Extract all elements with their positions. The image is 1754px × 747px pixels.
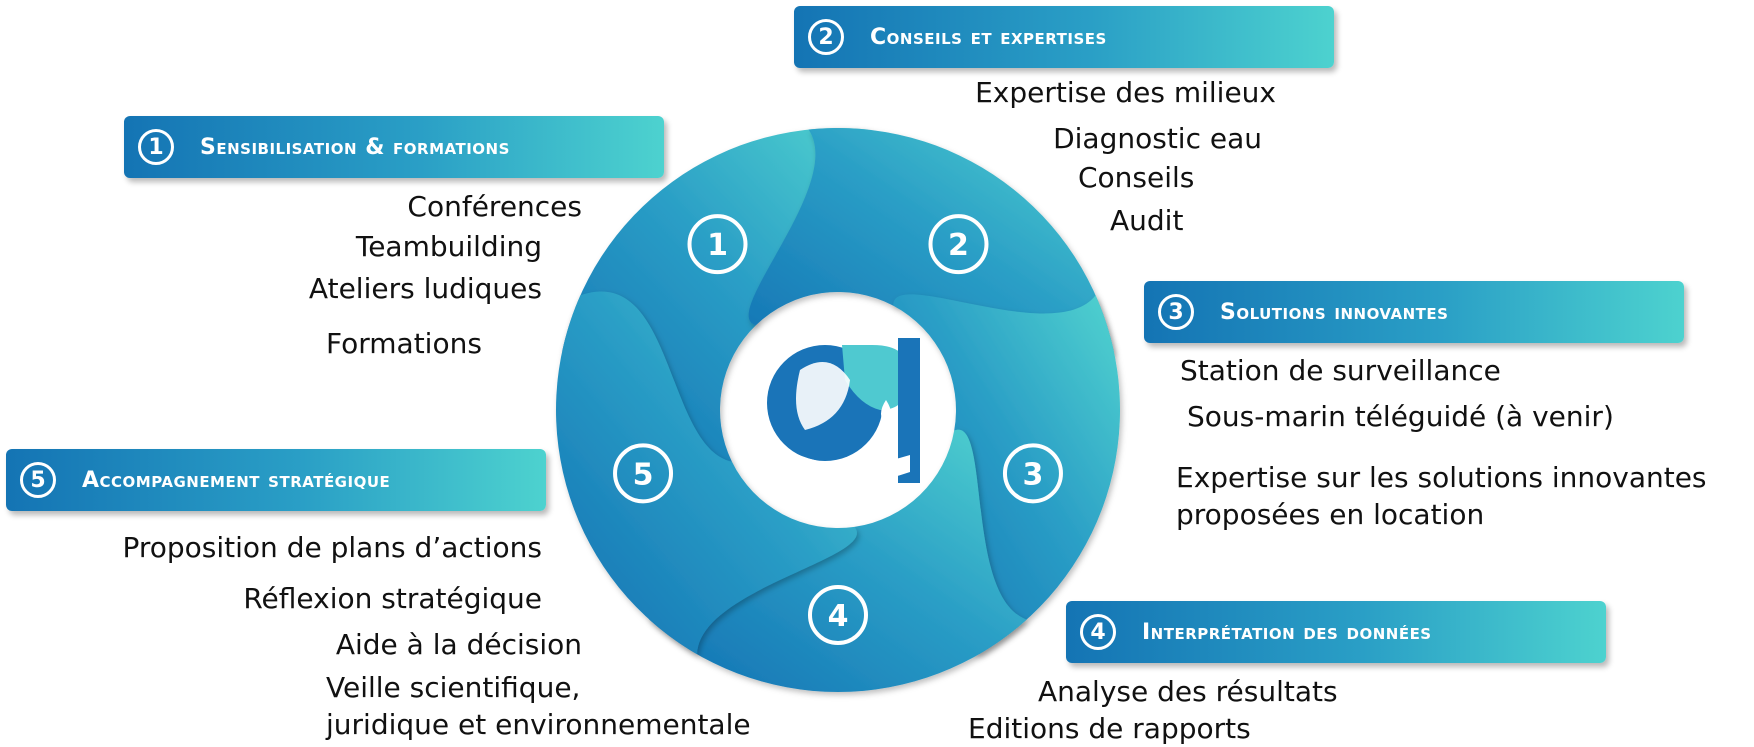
- section-5-title: Accompagnement stratégique: [82, 467, 391, 493]
- cycle-marker-1: 1: [687, 214, 748, 275]
- section-3-item: Sous-marin téléguidé (à venir): [1187, 400, 1614, 433]
- section-3-title: Solutions innovantes: [1220, 299, 1449, 325]
- cycle-marker-5: 5: [613, 443, 674, 504]
- section-3-number: 3: [1158, 294, 1194, 330]
- section-5-item: Proposition de plans d’actions: [122, 531, 542, 564]
- section-2-item: Conseils: [1078, 161, 1195, 194]
- section-4-number: 4: [1080, 614, 1116, 650]
- section-5-item: juridique et environnementale: [326, 708, 751, 741]
- section-4-title: Interprétation des données: [1142, 619, 1432, 645]
- cycle-marker-number: 1: [707, 228, 728, 263]
- section-3-item: Expertise sur les solutions innovantes: [1176, 461, 1707, 494]
- section-1-item: Formations: [326, 327, 482, 360]
- section-4-item: Analyse des résultats: [1038, 675, 1338, 708]
- section-4-item: Editions de rapports: [968, 712, 1251, 745]
- cycle-marker-4: 4: [808, 585, 868, 645]
- section-5-number: 5: [20, 462, 56, 498]
- cycle-marker-number: 3: [1023, 457, 1044, 492]
- section-1-title: Sensibilisation & formations: [200, 134, 510, 160]
- section-1-number: 1: [138, 129, 174, 165]
- section-1-item: Ateliers ludiques: [308, 272, 542, 305]
- center-logo: [767, 338, 920, 483]
- cycle-marker-2: 2: [928, 214, 989, 275]
- cycle-marker-number: 2: [948, 228, 969, 263]
- cycle-marker-number: 4: [828, 599, 849, 634]
- section-2-item: Diagnostic eau: [1053, 122, 1262, 155]
- section-3-item: Station de surveillance: [1180, 354, 1501, 387]
- section-1-banner: 1 Sensibilisation & formations: [124, 116, 664, 178]
- cycle-petal-4: [649, 429, 1027, 692]
- section-2-item: Expertise des milieux: [975, 76, 1276, 109]
- cycle-marker-number: 5: [633, 457, 654, 492]
- cycle-petal-5: [555, 291, 857, 655]
- section-1-item: Conférences: [407, 190, 582, 223]
- section-5-banner: 5 Accompagnement stratégique: [6, 449, 546, 511]
- section-1-item: Teambuilding: [355, 230, 542, 263]
- section-2-number: 2: [808, 19, 844, 55]
- section-5-item: Réflexion stratégique: [243, 582, 542, 615]
- section-5-item: Veille scientifique,: [326, 671, 581, 704]
- section-2-title: Conseils et expertises: [870, 24, 1107, 50]
- cycle-marker-3: 3: [1002, 443, 1063, 504]
- section-2-banner: 2 Conseils et expertises: [794, 6, 1334, 68]
- section-3-item: proposées en location: [1176, 498, 1485, 531]
- section-2-item: Audit: [1110, 204, 1184, 237]
- section-4-banner: 4 Interprétation des données: [1066, 601, 1606, 663]
- section-3-banner: 3 Solutions innovantes: [1144, 281, 1684, 343]
- section-5-item: Aide à la décision: [335, 628, 582, 661]
